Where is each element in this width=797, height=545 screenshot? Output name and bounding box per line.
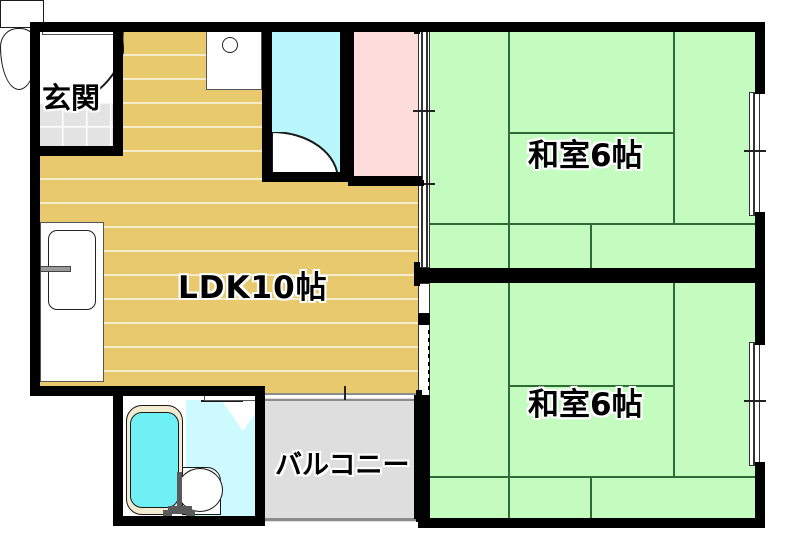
wall-right-upper [755, 22, 765, 94]
sliding-door-ldk-washitsu[interactable] [418, 30, 430, 268]
washitsu-lower-floor [430, 283, 755, 521]
wall-closet-bottom [348, 176, 422, 186]
wall-genkan-right [113, 22, 123, 156]
balcony-rail-bottom [265, 518, 422, 521]
balcony-rail-top2 [265, 399, 422, 401]
wall-bath-right [255, 390, 265, 526]
wall-top-outer [30, 22, 765, 32]
bath-faucet-handle-icon [163, 510, 172, 519]
wall-bath-left [113, 390, 123, 526]
wall-toilet-right [340, 22, 354, 180]
bath-faucet-base-icon [168, 506, 192, 514]
wall-bottom-ldk-right [113, 386, 265, 396]
washbasin-icon [177, 468, 223, 512]
wall-right-upper2 [755, 212, 765, 272]
washitsu-upper-floor [430, 30, 755, 268]
wall-bottom-washitsu [418, 518, 765, 528]
wall-balcony-right-edge [416, 390, 422, 522]
wall-right-lower2 [755, 462, 765, 528]
window-lower-tick [744, 400, 766, 402]
wall-nub-closet [418, 180, 424, 186]
wall-right-lower [755, 279, 765, 345]
wall-toilet-bottom [262, 172, 354, 182]
ldk-appliance-circle-icon [222, 37, 238, 53]
closet-pink-floor [354, 30, 418, 180]
bath-faucet-handle2-icon [186, 510, 195, 519]
balcony-floor [265, 398, 422, 522]
window-upper-tick [744, 150, 766, 152]
room-label-washitsu-upper: 和室6帖 [528, 138, 643, 174]
wall-bath-bottom [113, 516, 265, 526]
kitchen-faucet-icon [40, 266, 71, 272]
room-label-ldk: LDK10帖 [178, 270, 328, 306]
wall-washitsu-left-midseg [414, 262, 420, 286]
wall-left-outer [30, 22, 40, 394]
sliding-door-tick-upper [413, 110, 435, 112]
sliding-door-mullion-2 [426, 30, 428, 268]
wall-washitsu-left-upper [414, 22, 420, 34]
sliding-door-mullion-1 [421, 30, 423, 268]
wall-between-washitsu [418, 268, 765, 283]
bath-vent-top-line [201, 400, 243, 402]
room-label-balcony: バルコニー [275, 450, 410, 481]
wall-genkan-bottom [30, 146, 123, 156]
room-label-washitsu-lower: 和室6帖 [528, 387, 643, 423]
window-upper-mullion [753, 92, 755, 216]
sliding-door-dash-line [428, 330, 430, 392]
bathtub-water-icon [130, 412, 179, 508]
window-lower-mullion [753, 342, 755, 466]
balcony-tick-icon [344, 386, 346, 400]
bath-faucet-icon [177, 472, 182, 510]
sliding-door-tick-lower [413, 183, 435, 185]
wall-bottom-ldk [30, 386, 120, 396]
balcony-rail-top [265, 393, 422, 395]
wall-nub-ldk-sliding [418, 313, 430, 325]
wall-toilet-left [262, 22, 272, 180]
room-label-genkan: 玄関 [42, 81, 101, 115]
